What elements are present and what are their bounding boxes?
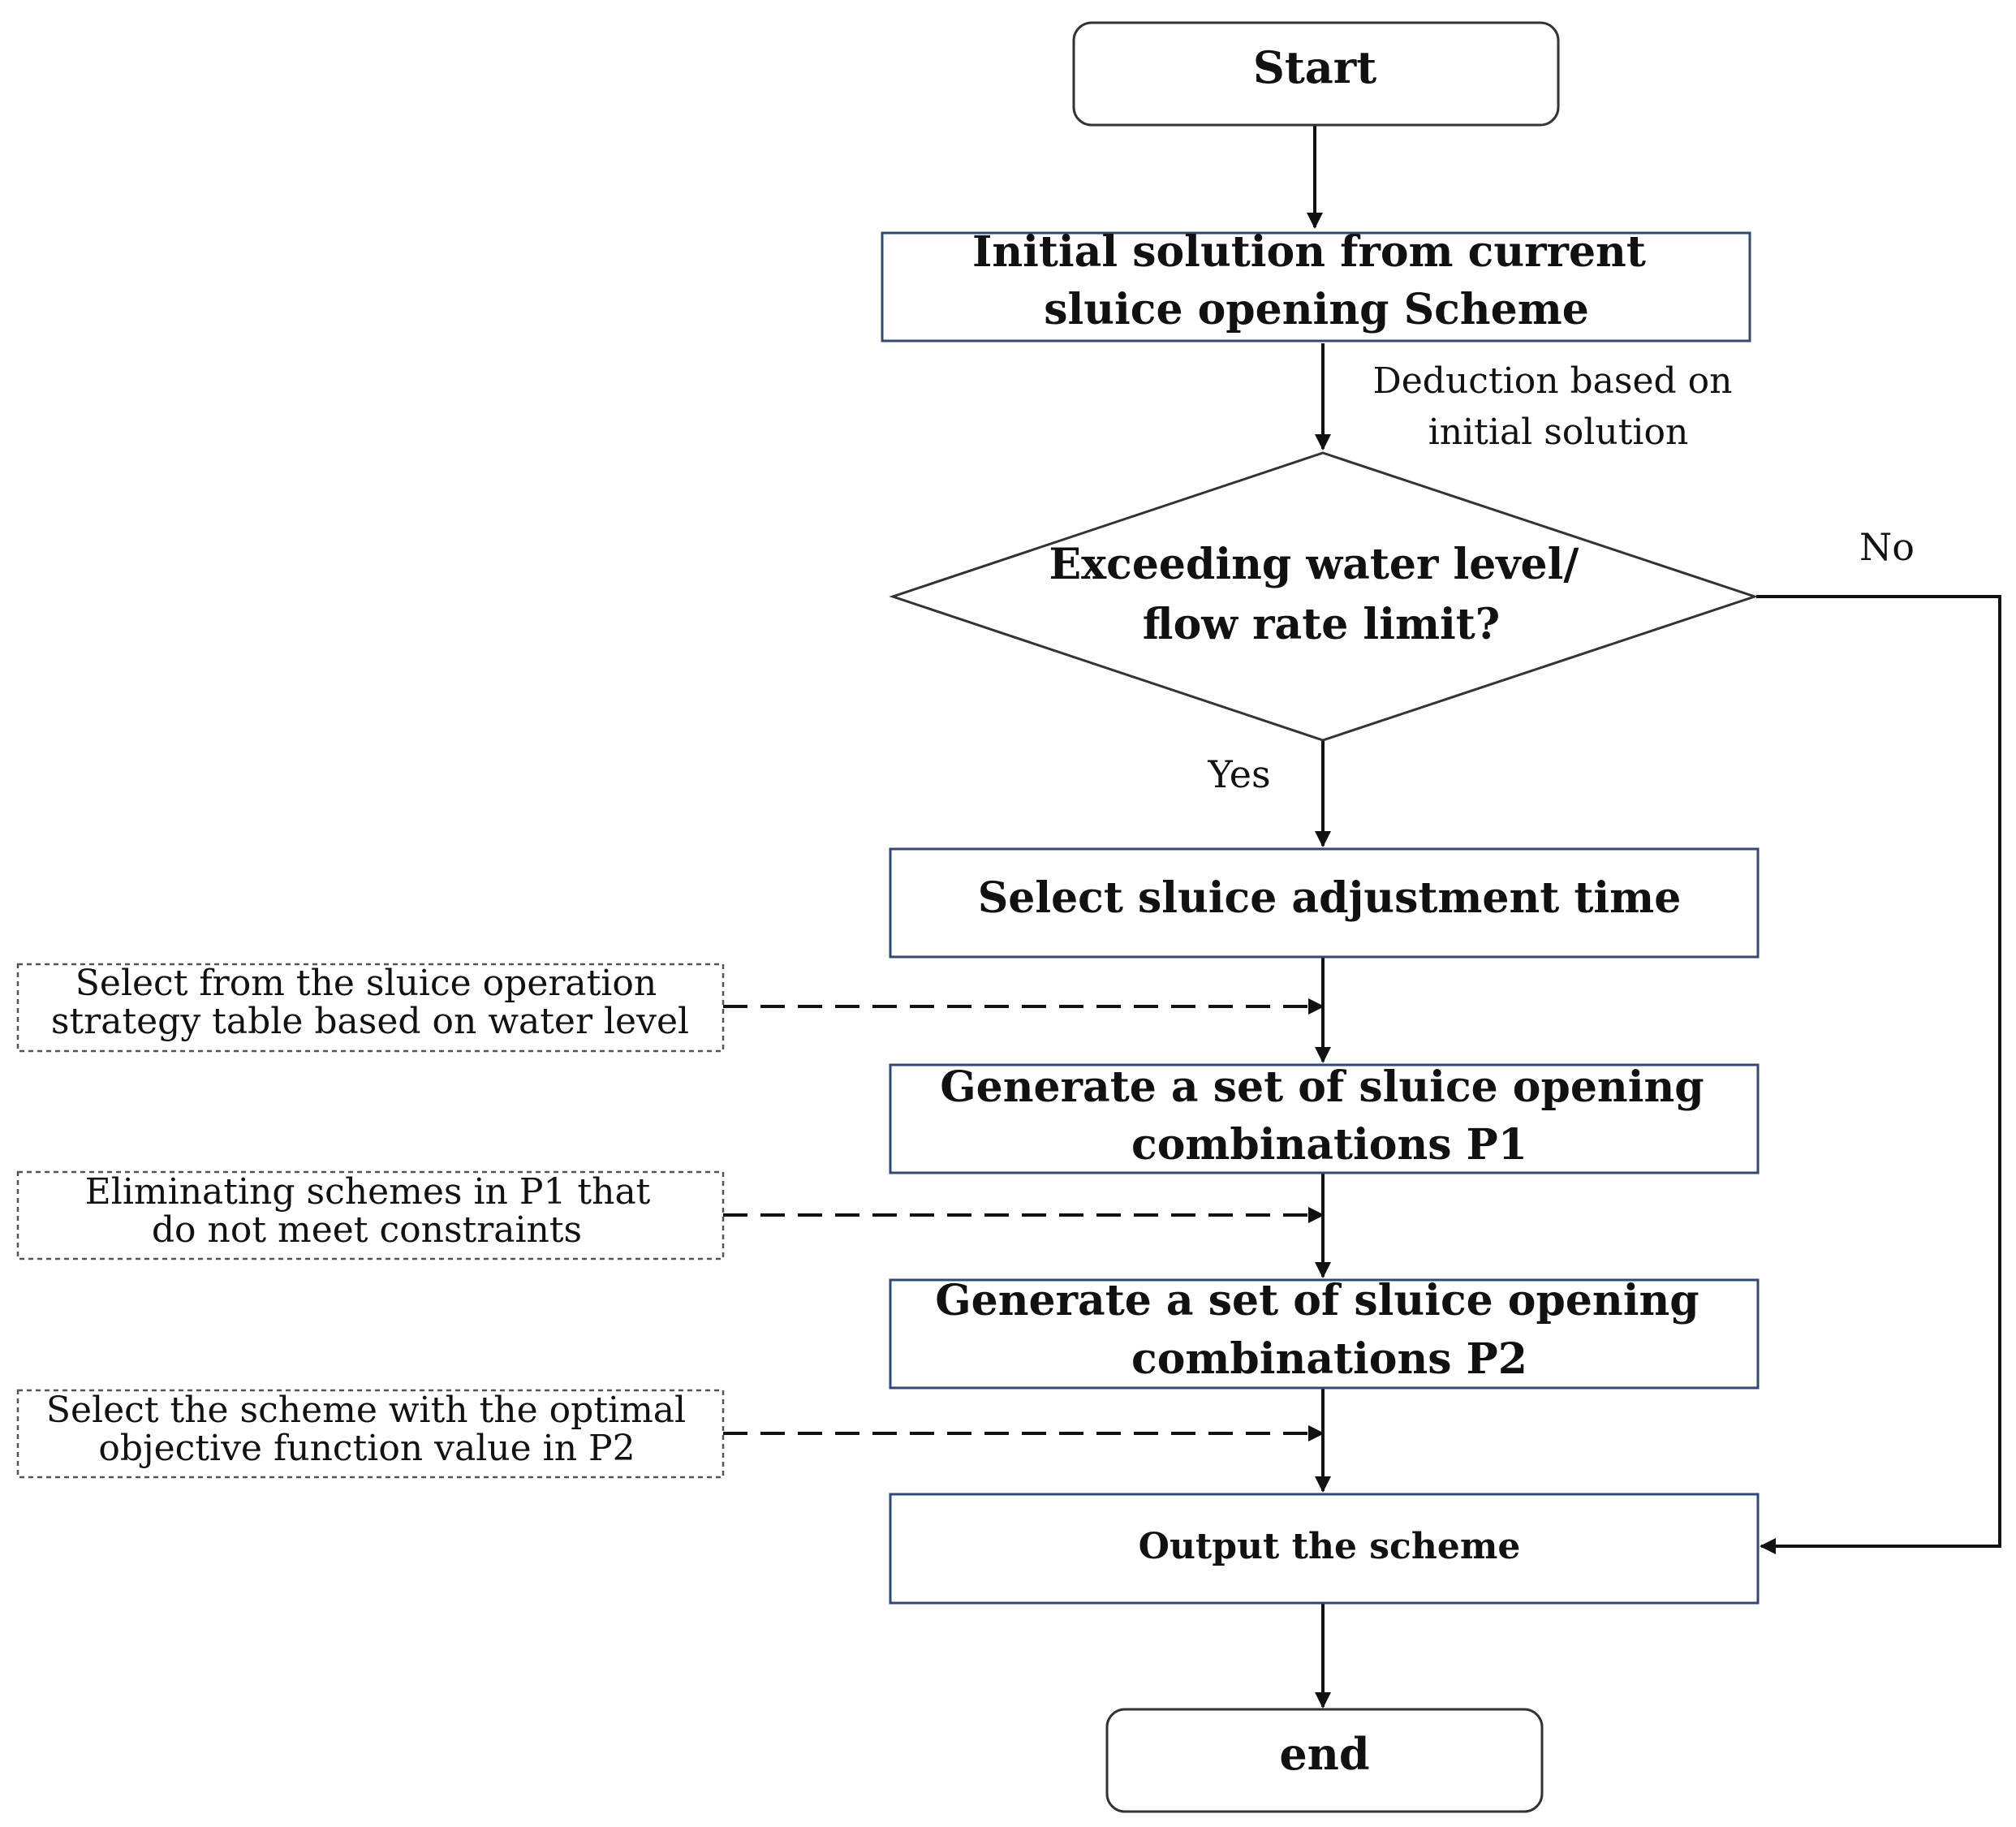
select-time-label: Select sluice adjustment time: [978, 873, 1682, 923]
deduction-label: Deduction based on initial solution: [1372, 360, 1743, 453]
generate-p2-label: Generate a set of sluice opening combina…: [935, 1276, 1714, 1384]
end-node: end: [1105, 1708, 1544, 1813]
note-3-line-1: Select the scheme with the optimal: [46, 1390, 686, 1431]
end-label: end: [1279, 1728, 1369, 1780]
initial-solution-label: Initial solution from current sluice ope…: [972, 227, 1661, 334]
output-label: Output the scheme: [1139, 1526, 1521, 1567]
note-2-text: Eliminating schemes in P1 that do not me…: [85, 1171, 662, 1251]
note-1: Select from the sluice operation strateg…: [16, 963, 725, 1053]
generate-p2-node: Generate a set of sluice opening combina…: [889, 1276, 1760, 1390]
output-node: Output the scheme: [889, 1493, 1760, 1605]
initial-solution-line-2: sluice opening Scheme: [1044, 285, 1589, 334]
note-2: Eliminating schemes in P1 that do not me…: [16, 1170, 725, 1260]
note-3: Select the scheme with the optimal objec…: [16, 1389, 725, 1479]
decision-line-2: flow rate limit?: [1143, 600, 1500, 649]
generate-p2-line-2: combinations P2: [1131, 1334, 1527, 1384]
start-label: Start: [1253, 41, 1376, 93]
deduction-line-2: initial solution: [1428, 412, 1689, 453]
no-label: No: [1859, 525, 1915, 569]
decision-line-1: Exceeding water level/: [1049, 540, 1579, 589]
generate-p1-node: Generate a set of sluice opening combina…: [889, 1062, 1760, 1174]
generate-p2-line-1: Generate a set of sluice opening: [935, 1276, 1699, 1325]
generate-p1-line-1: Generate a set of sluice opening: [940, 1062, 1704, 1112]
initial-solution-node: Initial solution from current sluice ope…: [881, 227, 1751, 343]
note-1-text: Select from the sluice operation strateg…: [51, 963, 689, 1042]
start-node: Start: [1072, 21, 1560, 127]
generate-p1-label: Generate a set of sluice opening combina…: [940, 1062, 1719, 1170]
note-2-line-1: Eliminating schemes in P1 that: [85, 1171, 651, 1213]
edge-decision-no: [1756, 595, 2001, 1554]
decision-label: Exceeding water level/ flow rate limit?: [1049, 540, 1594, 649]
note-1-line-2: strategy table based on water level: [51, 1001, 689, 1042]
select-time-node: Select sluice adjustment time: [889, 847, 1760, 959]
note-3-line-2: objective function value in P2: [98, 1428, 635, 1469]
note-3-text: Select the scheme with the optimal objec…: [46, 1390, 697, 1469]
note-2-line-2: do not meet constraints: [152, 1209, 582, 1251]
generate-p1-line-2: combinations P1: [1131, 1120, 1527, 1170]
decision-node: Exceeding water level/ flow rate limit?: [889, 451, 1759, 742]
initial-solution-line-1: Initial solution from current: [972, 227, 1646, 277]
deduction-line-1: Deduction based on: [1372, 360, 1732, 402]
note-1-line-1: Select from the sluice operation: [75, 963, 657, 1004]
yes-label: Yes: [1207, 752, 1270, 796]
